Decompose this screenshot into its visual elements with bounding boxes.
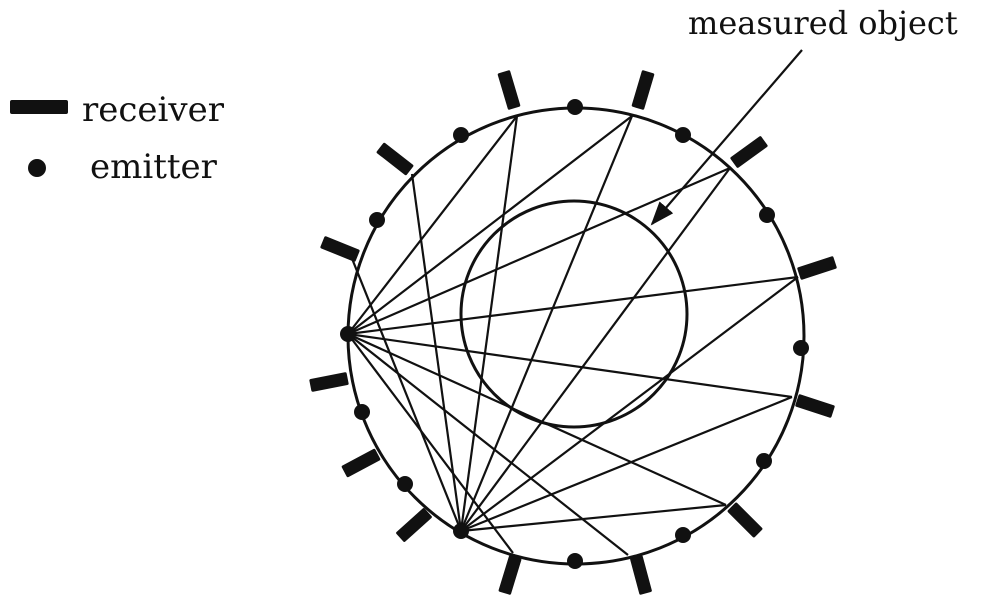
emitter [354, 404, 370, 420]
receiver [727, 502, 763, 538]
receiver-legend-label: receiver [82, 90, 225, 130]
emitter-legend-label: emitter [90, 147, 218, 187]
ray [347, 333, 514, 554]
emitter [675, 527, 691, 543]
ray [347, 115, 633, 335]
measured-object [459, 199, 689, 429]
ray [460, 395, 793, 533]
receiver [631, 70, 655, 110]
ray [460, 503, 727, 533]
receiver [341, 448, 381, 478]
receiver [320, 236, 360, 262]
emitter [567, 553, 583, 569]
ray [347, 332, 793, 399]
emitter [453, 523, 469, 539]
emitter [567, 99, 583, 115]
sensor-ring [346, 106, 806, 566]
emitter [793, 340, 809, 356]
ray [460, 276, 799, 532]
emitter [759, 207, 775, 223]
receiver [797, 256, 837, 280]
emitter [369, 212, 385, 228]
emitter-legend-symbol [28, 159, 46, 177]
emitter [675, 127, 691, 143]
receiver [396, 508, 432, 542]
ray [347, 115, 518, 335]
ray [410, 173, 463, 532]
ray [459, 115, 519, 532]
receiver [498, 555, 522, 595]
ray [347, 166, 731, 336]
measured-object-callout: measured object [650, 4, 958, 226]
emitter [340, 326, 356, 342]
receiver [309, 372, 349, 392]
ray [459, 115, 634, 532]
receiver [497, 70, 521, 110]
ray [347, 250, 463, 532]
callout-arrow [650, 49, 803, 226]
projection-rays [347, 115, 799, 556]
emitter [397, 476, 413, 492]
receiver [795, 394, 835, 418]
receiver-legend-symbol [10, 100, 68, 114]
receivers [309, 70, 837, 595]
receiver [376, 142, 414, 176]
ray [347, 275, 799, 336]
emitter [756, 453, 772, 469]
receiver [730, 136, 768, 168]
emitter [453, 127, 469, 143]
ray [347, 332, 727, 507]
receiver [630, 555, 652, 595]
measured-object-label: measured object [688, 4, 958, 42]
ray [460, 167, 731, 532]
emitters [340, 99, 809, 569]
legend: receiver emitter [10, 90, 225, 187]
